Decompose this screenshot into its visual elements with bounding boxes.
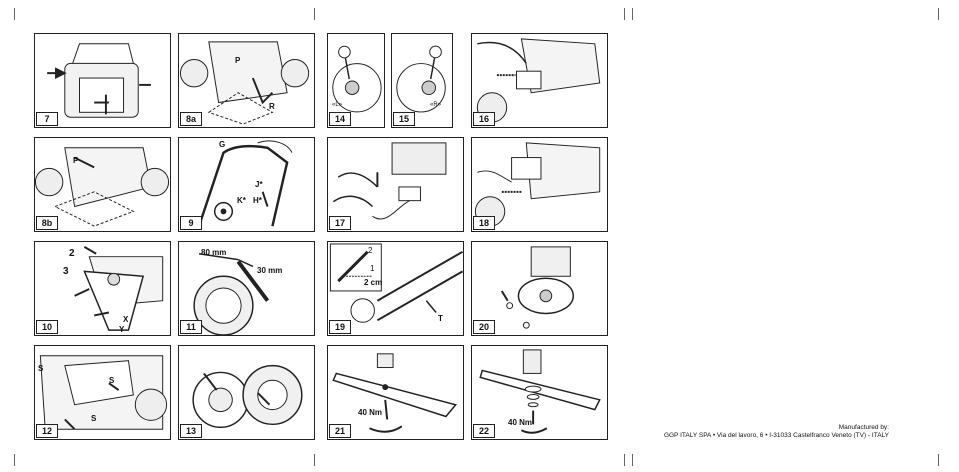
figure-number: 15 [393, 112, 415, 126]
crop-mark [938, 454, 939, 466]
figure-number: 19 [329, 320, 351, 334]
crop-mark [314, 454, 315, 466]
figure-number: 14 [329, 112, 351, 126]
torque-value: 40 Nm [508, 418, 533, 427]
callout-label-t: T [438, 314, 443, 323]
figure-panel-22: 40 Nm 22 [471, 345, 608, 440]
step-label-2: 2 [368, 246, 373, 255]
step-label-1: 1 [370, 264, 375, 273]
figure-number: 8b [36, 216, 58, 230]
figure-panel-19: 2 1 2 cm T 19 [327, 241, 464, 336]
figure-panel-15: «R» 15 [391, 33, 453, 128]
crop-mark [632, 8, 633, 20]
callout-label-y: Y [119, 325, 125, 334]
figure-number: 10 [36, 320, 58, 334]
callout-label-r: R [269, 102, 275, 111]
figure-number: 13 [180, 424, 202, 438]
callout-label-k: K* [237, 196, 246, 205]
crop-mark [14, 454, 15, 466]
callout-label-s: S [38, 364, 44, 373]
step-label-3: 3 [63, 266, 69, 277]
figure-number: 21 [329, 424, 351, 438]
callout-label-s: S [109, 376, 115, 385]
figure-number: 7 [36, 112, 58, 126]
figure-number: 8a [180, 112, 202, 126]
figure-panel-13: 13 [178, 345, 315, 440]
measurement-30mm: 30 mm [257, 266, 283, 275]
crop-mark [632, 454, 633, 466]
figure-number: 17 [329, 216, 351, 230]
callout-label-j: J* [255, 180, 263, 189]
callout-label-p: P [235, 56, 241, 65]
manufacturer-address: GGP ITALY SPA • Via del lavoro, 6 • I-31… [663, 432, 889, 439]
callout-label-x: X [123, 315, 129, 324]
side-label-left: «L» [332, 102, 343, 108]
crop-mark [624, 454, 625, 466]
figure-number: 11 [180, 320, 202, 334]
callout-label-g: G [219, 140, 226, 149]
figure-panel-21: 40 Nm 21 [327, 345, 464, 440]
torque-value: 40 Nm [358, 408, 383, 417]
manufacturer-title: Manufactured by: [838, 424, 889, 431]
figure-panel-17: 17 [327, 137, 464, 232]
side-label-right: «R» [430, 102, 442, 108]
crop-mark [14, 8, 15, 20]
figure-panel-16: 16 [471, 33, 608, 128]
figure-panel-10: 2 3 X Y 10 [34, 241, 171, 336]
figure-number: 16 [473, 112, 495, 126]
figure-number: 9 [180, 216, 202, 230]
figure-panel-18: 18 [471, 137, 608, 232]
step-label-2: 2 [69, 248, 75, 259]
measurement-80mm: 80 mm [201, 248, 227, 257]
figure-panel-11: 80 mm 30 mm 11 [178, 241, 315, 336]
figure-panel-9: G J* K* H* 9 [178, 137, 315, 232]
figure-panel-14: «L» 14 [327, 33, 385, 128]
figure-number: 22 [473, 424, 495, 438]
figure-panel-8b: P 8b [34, 137, 171, 232]
figure-number: 12 [36, 424, 58, 438]
figure-panel-20: 20 [471, 241, 608, 336]
measurement-2cm: 2 cm [364, 278, 383, 287]
callout-label-p: P [73, 156, 79, 165]
figure-panel-8a: P R 8a [178, 33, 315, 128]
callout-label-s: S [91, 414, 97, 423]
manufacturer-info: Manufactured by: GGP ITALY SPA • Via del… [664, 424, 889, 440]
crop-mark [314, 8, 315, 20]
figure-panel-7: 7 [34, 33, 171, 128]
figure-panel-12: S S S 12 [34, 345, 171, 440]
figure-number: 18 [473, 216, 495, 230]
crop-mark [938, 8, 939, 20]
crop-mark [624, 8, 625, 20]
callout-label-h: H* [253, 196, 262, 205]
figure-number: 20 [473, 320, 495, 334]
